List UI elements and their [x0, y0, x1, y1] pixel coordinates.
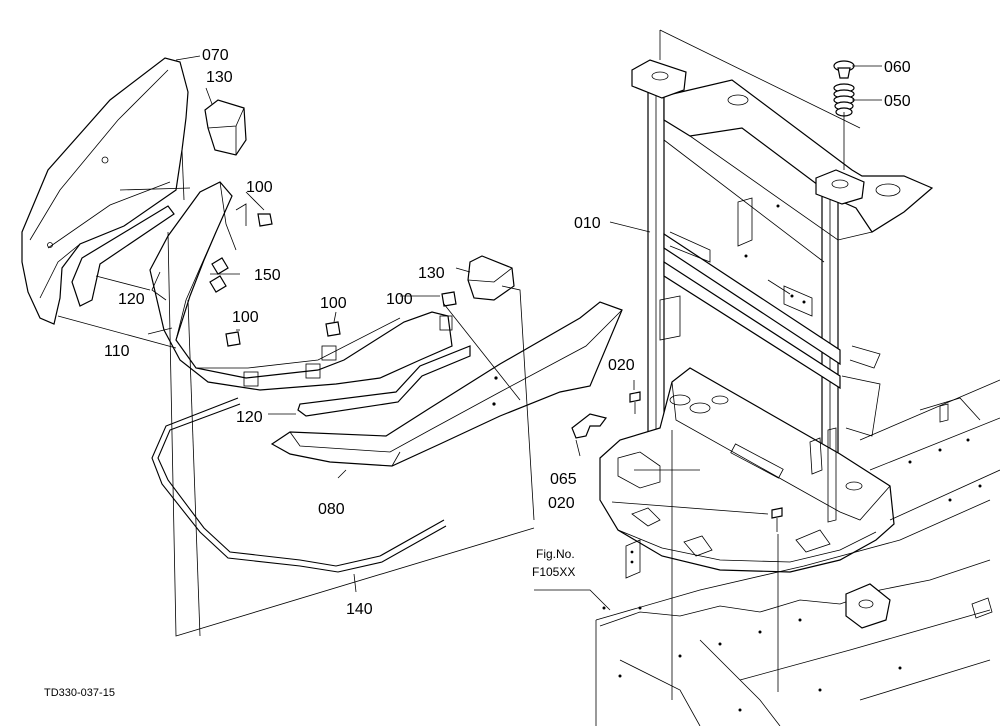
- part-110-bracket-frame: [149, 181, 453, 391]
- part-070-front-cover: [21, 57, 189, 325]
- fig-ref-line1: Fig.No.: [536, 547, 575, 561]
- callout-010: 010: [574, 215, 601, 232]
- callout-100-middle: 100: [232, 309, 259, 326]
- callout-150: 150: [254, 267, 281, 284]
- left-leader-lines: [57, 55, 535, 637]
- callout-100-upper: 100: [246, 179, 273, 196]
- part-120-rubber-strip-lower: [297, 345, 471, 417]
- callout-140: 140: [346, 601, 373, 618]
- callout-065: 065: [550, 471, 577, 488]
- part-120-rubber-strip-upper: [71, 205, 175, 307]
- callout-100-center: 100: [320, 295, 347, 312]
- part-130-rubber-block-upper: [204, 99, 247, 156]
- right-leader-lines: [534, 29, 882, 700]
- part-020-bolts: [629, 391, 783, 532]
- callout-080: 080: [318, 501, 345, 518]
- part-130-rubber-block-lower: [467, 255, 515, 301]
- part-060-bolt: [833, 60, 855, 79]
- part-100-nuts: [225, 213, 457, 347]
- callout-130-lower: 130: [418, 265, 445, 282]
- callout-020-lower: 020: [548, 495, 575, 512]
- reference-chassis: [595, 379, 1000, 726]
- callout-060: 060: [884, 59, 911, 76]
- callout-100-right: 100: [386, 291, 413, 308]
- callout-050: 050: [884, 93, 911, 110]
- part-065-clip: [571, 413, 608, 439]
- part-140-rod: [151, 397, 447, 573]
- callout-120-lower: 120: [236, 409, 263, 426]
- part-050-spring: [833, 83, 855, 117]
- part-080-bumper: [270, 301, 623, 467]
- callout-020-upper: 020: [608, 357, 635, 374]
- callout-110: 110: [104, 343, 130, 360]
- callout-070: 070: [202, 47, 229, 64]
- drawing-code: TD330-037-15: [44, 687, 115, 699]
- part-150-clips: [209, 257, 229, 293]
- part-010-stand-frame: [631, 59, 934, 549]
- fig-ref-line2: F105XX: [532, 565, 575, 579]
- callout-130-upper: 130: [206, 69, 233, 86]
- callout-120-upper: 120: [118, 291, 145, 308]
